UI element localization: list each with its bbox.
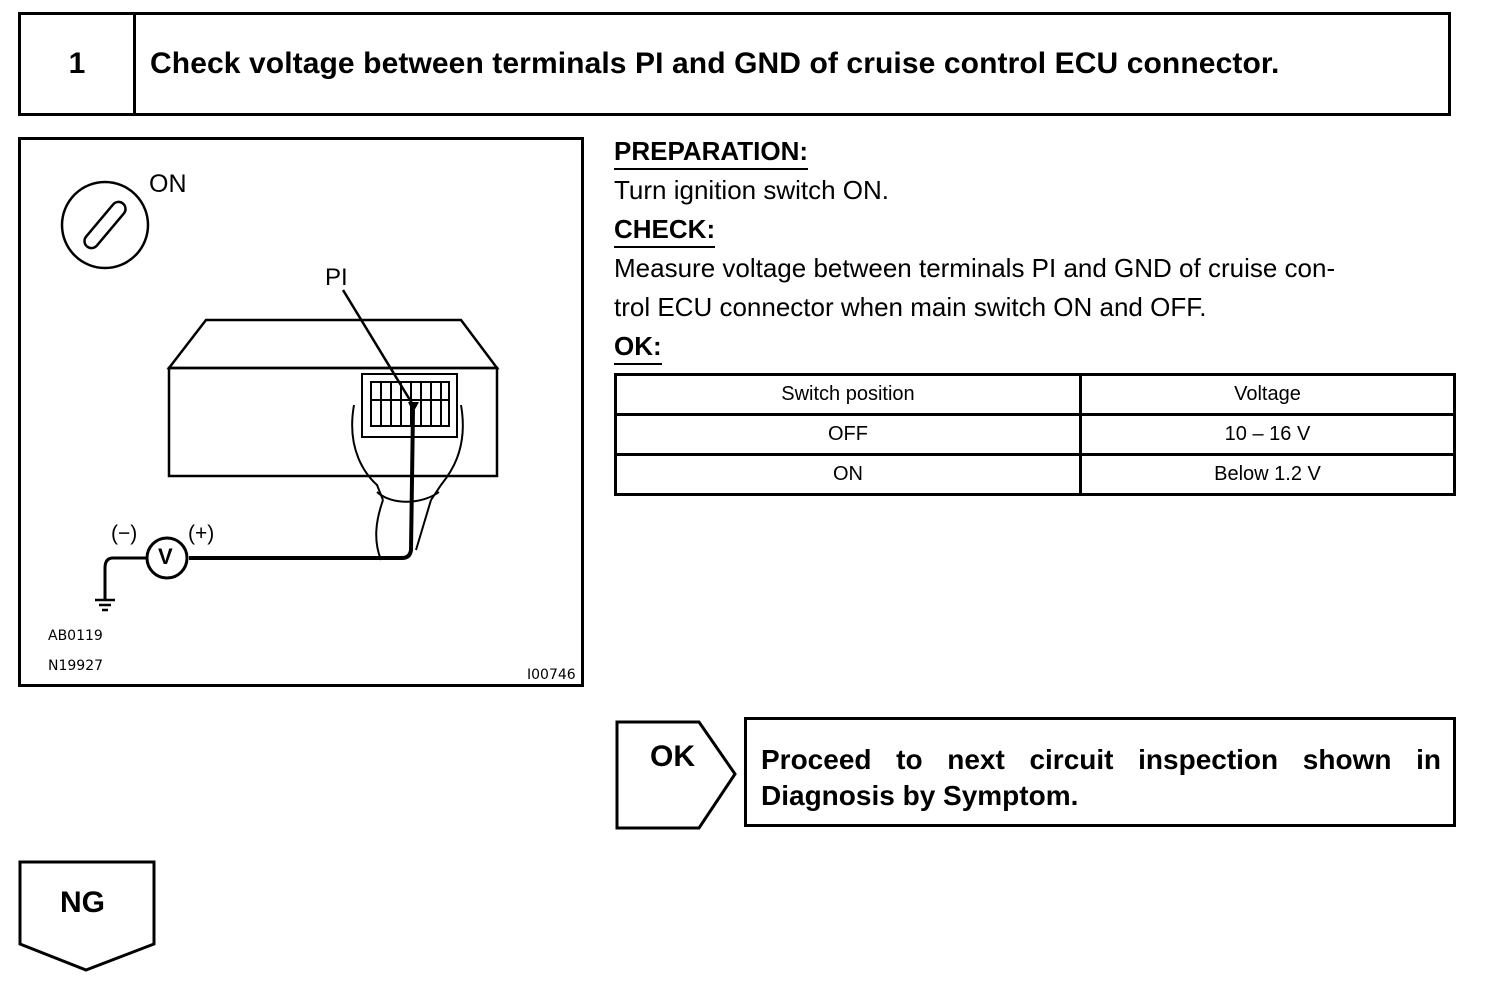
check-text-line-1: Measure voltage between terminals PI and… <box>614 253 1336 283</box>
terminal-pointer-icon <box>408 402 419 413</box>
ground-icon <box>95 598 115 612</box>
preparation-text: Turn ignition switch ON. <box>614 175 890 205</box>
connector-icon <box>351 373 464 561</box>
ng-result-label: NG <box>60 886 105 919</box>
ok-arrow-icon <box>615 720 737 830</box>
table-row: ON Below 1.2 V <box>614 453 1457 496</box>
ref-code-1: AB0119 <box>48 628 103 644</box>
ref-code-2: N19927 <box>48 658 104 674</box>
ecu-box <box>166 318 500 478</box>
table-cell: OFF <box>614 413 1082 456</box>
ok-heading: OK: <box>614 330 662 365</box>
ignition-key-icon <box>60 180 150 270</box>
voltage-spec-table: Switch position Voltage OFF 10 – 16 V ON… <box>614 373 1457 496</box>
table-cell: ON <box>614 453 1082 496</box>
column-header: Switch position <box>614 373 1082 416</box>
table-row: OFF 10 – 16 V <box>614 413 1457 456</box>
table-header-row: Switch position Voltage <box>614 373 1457 416</box>
voltmeter-symbol: V <box>158 544 173 569</box>
ecu-diagram <box>60 180 500 612</box>
table-cell: Below 1.2 V <box>1078 453 1457 496</box>
terminal-pi-label: PI <box>325 264 348 291</box>
figure-id: I00746 <box>527 667 576 683</box>
column-header: Voltage <box>1078 373 1457 416</box>
check-text-line-2: trol ECU connector when main switch ON a… <box>614 292 1207 322</box>
step-number: 1 <box>21 15 136 113</box>
ok-result-text: Proceed to next circuit inspection shown… <box>744 717 1456 827</box>
ok-result-label: OK <box>650 740 695 773</box>
wiring-illustration: ON PI (−) (+) V AB0119 N19927 I00746 <box>18 137 584 687</box>
check-heading: CHECK: <box>614 213 716 248</box>
ng-arrow-icon <box>18 860 156 972</box>
ignition-on-label: ON <box>149 170 187 198</box>
step-header: 1 Check voltage between terminals PI and… <box>18 12 1451 116</box>
negative-probe-label: (−) <box>111 522 138 545</box>
procedure-text: PREPARATION: Turn ignition switch ON. CH… <box>614 132 1464 366</box>
table-cell: 10 – 16 V <box>1078 413 1457 456</box>
positive-probe-label: (+) <box>188 522 215 545</box>
step-title: Check voltage between terminals PI and G… <box>150 47 1280 80</box>
preparation-heading: PREPARATION: <box>614 135 809 170</box>
